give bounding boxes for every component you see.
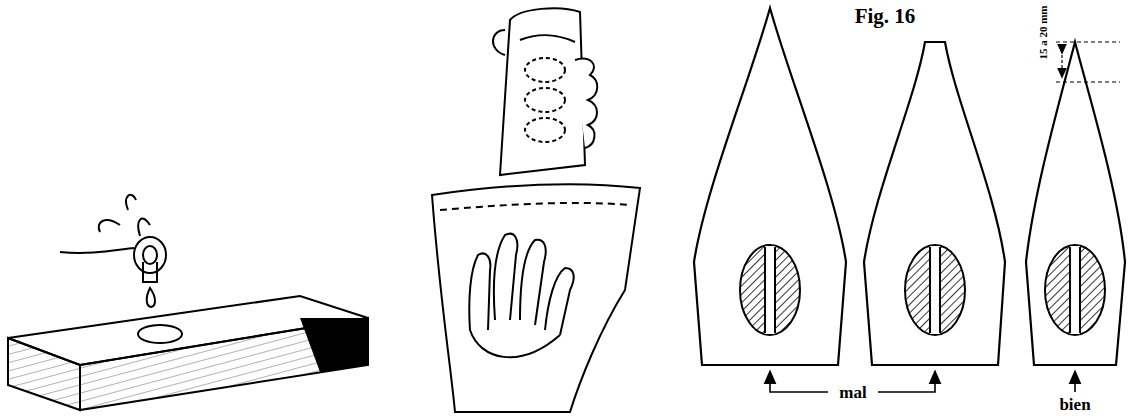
pointer-arrow: [770, 376, 1075, 392]
wrong-label: mal: [837, 384, 868, 401]
dimension-label: 15 a 20 mm: [1037, 3, 1048, 61]
hatched-oval: [740, 245, 1105, 335]
hand-sanding: [432, 8, 640, 412]
figure-number: Fig. 16: [853, 6, 918, 27]
dimension-line: [1056, 42, 1120, 82]
blade-outline: [694, 8, 1125, 365]
right-label: bien: [1057, 396, 1092, 413]
glue-block: [8, 195, 368, 410]
